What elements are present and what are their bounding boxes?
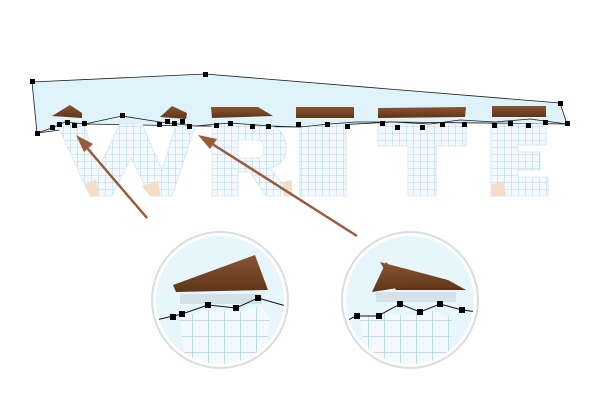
magnifier-icon [341, 231, 479, 369]
letter-w [56, 123, 197, 197]
tear-e [491, 181, 506, 196]
arrow-icon [198, 135, 358, 238]
arrow-icon [76, 135, 148, 219]
anchor-point-icon[interactable] [82, 121, 87, 126]
anchor-point-icon[interactable] [565, 121, 570, 126]
anchor-point-icon[interactable] [57, 122, 62, 127]
anchor-point-icon[interactable] [526, 123, 531, 128]
anchor-point-icon[interactable] [120, 113, 125, 118]
anchor-point-icon[interactable] [180, 119, 185, 124]
anchor-point-icon[interactable] [250, 124, 255, 129]
anchor-point-icon[interactable] [440, 122, 445, 127]
letter-r [211, 123, 294, 197]
tear-w-2 [142, 181, 160, 196]
anchor-point-icon[interactable] [543, 120, 548, 125]
cap-t [378, 107, 466, 118]
anchor-point-icon[interactable] [165, 119, 170, 124]
anchor-point-icon[interactable] [35, 131, 40, 136]
letter-i [299, 123, 347, 197]
anchor-points[interactable] [30, 72, 570, 136]
cap-r [211, 107, 273, 118]
anchor-point-icon[interactable] [345, 124, 350, 129]
anchor-point-icon[interactable] [65, 120, 70, 125]
anchor-point-icon[interactable] [380, 121, 385, 126]
path-line[interactable] [36, 115, 568, 134]
anchor-point-icon[interactable] [558, 101, 563, 106]
word-art [56, 123, 549, 197]
anchor-point-icon[interactable] [492, 123, 497, 128]
anchor-point-icon[interactable] [72, 123, 77, 128]
magnifier-icon [151, 231, 289, 369]
anchor-point-icon[interactable] [266, 124, 271, 129]
anchor-point-icon[interactable] [203, 72, 208, 77]
letter-e [490, 123, 549, 197]
anchor-point-icon[interactable] [187, 124, 192, 129]
anchor-point-icon[interactable] [325, 122, 330, 127]
letter-caps [52, 105, 546, 119]
anchor-point-icon[interactable] [296, 122, 301, 127]
letter-t [377, 123, 467, 197]
cap-e [492, 106, 546, 117]
anchor-point-icon[interactable] [50, 125, 55, 130]
anchor-point-icon[interactable] [395, 125, 400, 130]
anchor-point-icon[interactable] [508, 121, 513, 126]
anchor-point-icon[interactable] [420, 125, 425, 130]
anchor-point-icon[interactable] [30, 79, 35, 84]
anchor-point-icon[interactable] [228, 121, 233, 126]
cap-i [296, 107, 354, 118]
anchor-point-icon[interactable] [172, 121, 177, 126]
tear-w-1 [85, 180, 100, 196]
anchor-point-icon[interactable] [214, 123, 219, 128]
cap-w-right [160, 106, 187, 119]
cap-w-left [52, 105, 82, 118]
anchor-point-icon[interactable] [157, 122, 162, 127]
anchor-point-icon[interactable] [462, 122, 467, 127]
